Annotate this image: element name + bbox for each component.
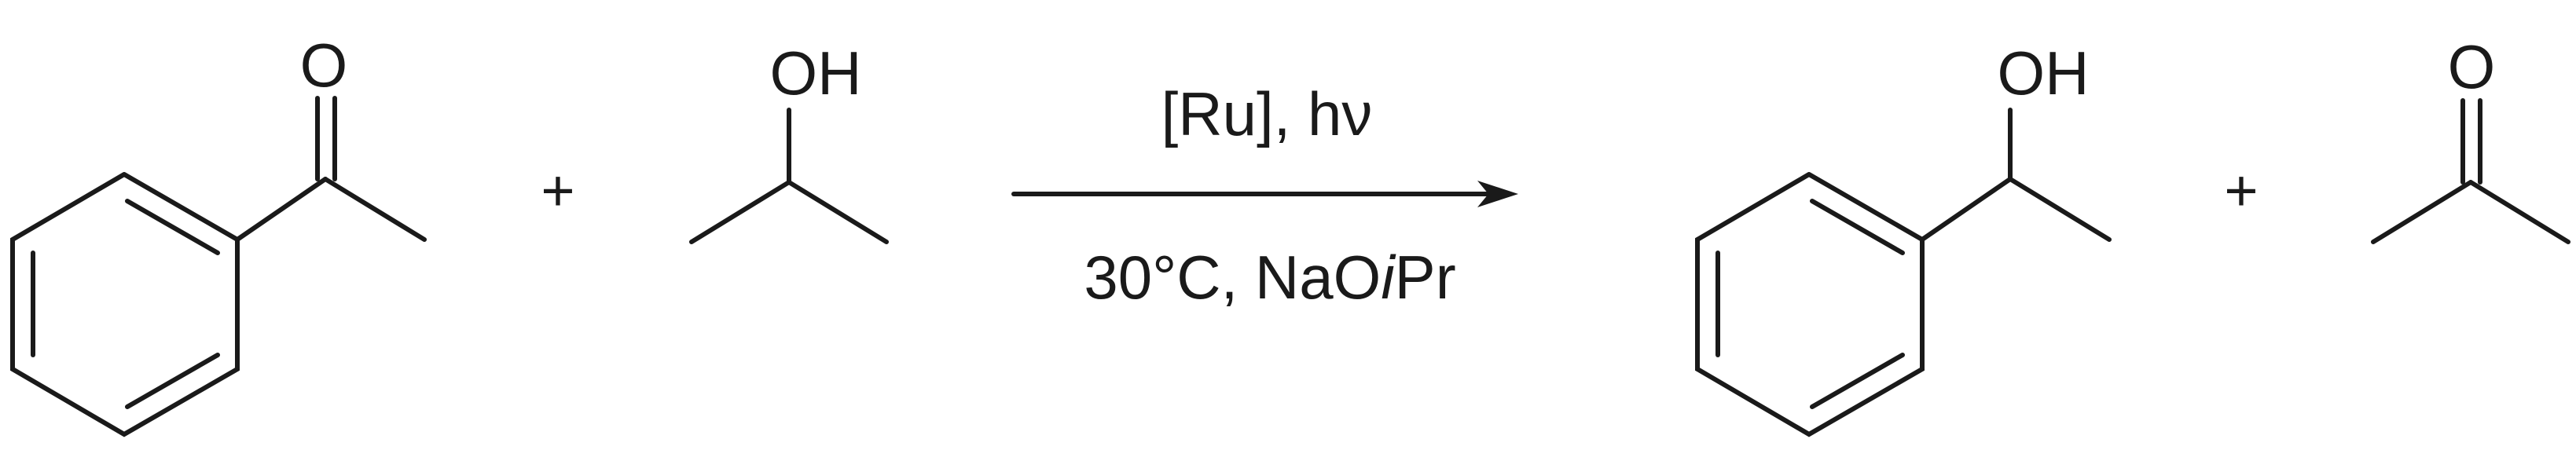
plus-sign-1: + (541, 158, 574, 223)
benzene-ring (10, 172, 240, 437)
right-methyl-bond (787, 180, 889, 244)
ring-bonds (1695, 172, 1925, 437)
ring-double-bond-1 (125, 199, 220, 255)
reaction-arrowhead (1477, 181, 1518, 207)
ring-bonds (10, 172, 240, 437)
acetophenone-structure: O (10, 31, 427, 437)
conditions-below-prefix: 30°C, NaO (1084, 243, 1381, 312)
ring-double-bond-1 (1810, 199, 1905, 255)
hydroxyl-label: OH (1998, 38, 2090, 108)
conditions-above: [Ru], hν (1161, 79, 1373, 148)
left-methyl-bond (689, 180, 791, 244)
right-methyl-bond (2468, 180, 2570, 244)
reaction-arrow-group: [Ru], hν 30°C, NaOiPr (1011, 79, 1518, 312)
phenylethanol-structure: OH (1695, 38, 2112, 437)
aryl-carbinol-bond (1920, 177, 2013, 242)
oxygen-label: O (2448, 32, 2496, 101)
isopropanol-structure: OH (689, 38, 889, 244)
methyl-bond (323, 177, 427, 242)
aryl-carbonyl-bond (235, 177, 328, 242)
ring-double-bond-2 (1810, 353, 1905, 409)
acetone-structure: O (2371, 32, 2570, 244)
benzene-ring (1695, 172, 1925, 437)
conditions-below-suffix: Pr (1395, 243, 1456, 312)
conditions-below: 30°C, NaOiPr (1084, 243, 1455, 312)
left-methyl-bond (2371, 180, 2473, 244)
plus-sign-2: + (2224, 158, 2258, 223)
ring-double-bond-2 (125, 353, 220, 409)
hydroxyl-label: OH (770, 38, 862, 108)
oxygen-label: O (300, 31, 348, 100)
methyl-bond (2008, 177, 2112, 242)
conditions-below-italic: i (1381, 243, 1396, 312)
